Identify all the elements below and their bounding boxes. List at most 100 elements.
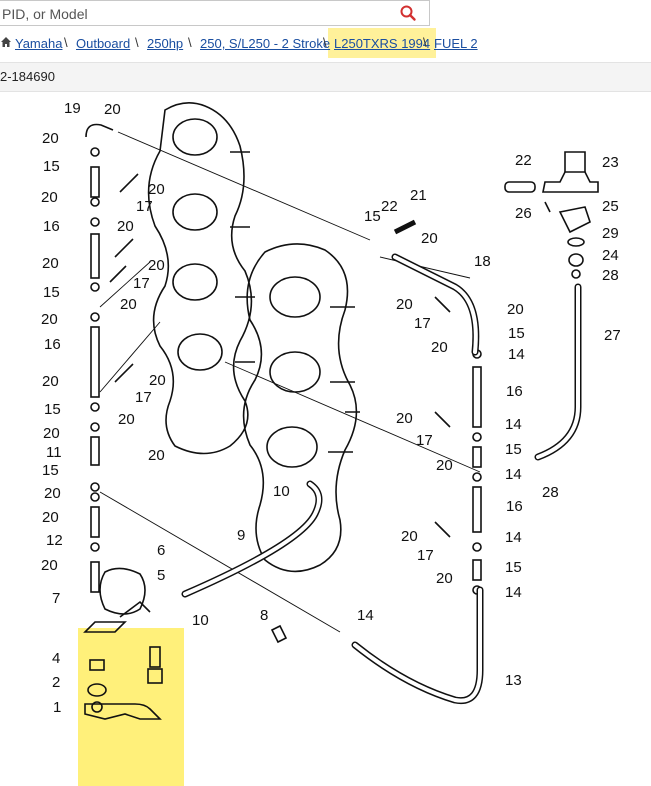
callout-10: 10 (273, 483, 290, 500)
search-input[interactable] (0, 4, 384, 24)
breadcrumb-250hp[interactable]: 250hp (147, 36, 184, 51)
callout-20: 20 (401, 528, 418, 545)
breadcrumb-separator: \ (135, 35, 139, 50)
parts-diagram: 19 20 20 15 20 16 20 20 15 20 16 20 15 2… (0, 92, 651, 786)
fuel-pump (83, 567, 163, 720)
callout-14: 14 (508, 346, 525, 363)
callout-20: 20 (431, 339, 448, 356)
callout-17: 17 (133, 275, 150, 292)
breadcrumb-separator: \ (64, 35, 68, 50)
callout-20: 20 (42, 373, 59, 390)
callout-20: 20 (117, 218, 134, 235)
callout-5: 5 (157, 567, 166, 584)
callout-15: 15 (43, 284, 60, 301)
callout-20: 20 (41, 557, 58, 574)
callout-14: 14 (505, 584, 522, 601)
callout-18: 18 (474, 253, 491, 270)
left-hose-column (85, 123, 114, 593)
callout-20: 20 (396, 410, 413, 427)
part-8-joint (270, 624, 288, 644)
breadcrumb-outboard[interactable]: Outboard (76, 36, 131, 51)
callout-15: 15 (508, 325, 525, 342)
breadcrumb-separator: \ (188, 35, 192, 50)
callout-14: 14 (505, 529, 522, 546)
callout-20: 20 (149, 372, 166, 389)
callout-16: 16 (44, 336, 61, 353)
callout-20: 20 (507, 301, 524, 318)
callout-1: 1 (53, 699, 62, 716)
callout-2: 2 (52, 674, 61, 691)
leader-lines (99, 131, 481, 633)
callout-20: 20 (396, 296, 413, 313)
breadcrumb-yamaha[interactable]: Yamaha (15, 36, 63, 51)
callout-25: 25 (602, 198, 619, 215)
fuel-filter-assembly (393, 151, 599, 279)
callout-16: 16 (43, 218, 60, 235)
callout-20: 20 (436, 570, 453, 587)
callout-20: 20 (42, 130, 59, 147)
callout-17: 17 (136, 198, 153, 215)
callout-23: 23 (602, 154, 619, 171)
callout-14: 14 (357, 607, 374, 624)
callout-10: 10 (192, 612, 209, 629)
callout-20: 20 (42, 255, 59, 272)
callout-11: 11 (46, 444, 62, 461)
hose-9 (181, 480, 323, 598)
breadcrumb-separator: \ (423, 35, 427, 50)
callout-20: 20 (421, 230, 438, 247)
callout-24: 24 (602, 247, 619, 264)
callout-20: 20 (148, 257, 165, 274)
callout-19: 19 (64, 100, 81, 117)
callout-20: 20 (120, 296, 137, 313)
breadcrumb-model[interactable]: L250TXRS 1994 (334, 36, 431, 51)
current-model-highlight (328, 28, 436, 58)
callout-17: 17 (135, 389, 152, 406)
breadcrumb-section[interactable]: FUEL 2 (434, 36, 478, 51)
callout-8: 8 (260, 607, 269, 624)
callout-17: 17 (416, 432, 433, 449)
callout-26: 26 (515, 205, 532, 222)
search-bar (0, 0, 430, 26)
callout-20: 15 (42, 462, 59, 479)
callout-4: 4 (52, 650, 61, 667)
callout-6: 6 (157, 542, 166, 559)
callout-15: 15 (44, 401, 61, 418)
callout-12: 12 (46, 532, 63, 549)
callout-13: 13 (505, 672, 522, 689)
search-icon[interactable] (399, 4, 417, 22)
home-icon[interactable] (0, 36, 12, 48)
callout-20: 20 (118, 411, 135, 428)
callout-16: 16 (506, 498, 523, 515)
exploded-view-drawing (83, 102, 599, 720)
part-id-bar: 2-184690 (0, 62, 651, 92)
callout-14: 14 (505, 466, 522, 483)
callout-20: 20 (41, 189, 58, 206)
callout-17: 17 (417, 547, 434, 564)
breadcrumb-model-family[interactable]: 250, S/L250 - 2 Stroke (200, 36, 331, 51)
callout-7: 7 (52, 590, 61, 607)
callout-20: 20 (148, 181, 165, 198)
callout-17: 17 (414, 315, 431, 332)
callout-20: 20 (42, 509, 59, 526)
callout-15: 15 (505, 441, 522, 458)
callout-20: 20 (104, 101, 121, 118)
breadcrumb: Yamaha \ Outboard \ 250hp \ 250, S/L250 … (0, 30, 651, 58)
callout-15: 15 (43, 158, 60, 175)
callout-9: 9 (237, 527, 246, 544)
callout-27: 27 (604, 327, 621, 344)
right-hose-column (434, 296, 482, 595)
callout-20: 20 (148, 447, 165, 464)
callout-22: 22 (515, 152, 532, 169)
callout-29: 29 (602, 225, 619, 242)
callout-15: 15 (505, 559, 522, 576)
callout-14: 14 (505, 416, 522, 433)
callout-28: 28 (602, 267, 619, 284)
part-id: 2-184690 (0, 69, 55, 84)
callout-20: 20 (41, 311, 58, 328)
hose-17-upper (109, 173, 139, 383)
callout-16: 16 (506, 383, 523, 400)
callout-20: 20 (436, 457, 453, 474)
breadcrumb-separator: \ (323, 35, 327, 50)
callout-21: 21 (410, 187, 427, 204)
carburetor-stack-upper (147, 102, 255, 455)
